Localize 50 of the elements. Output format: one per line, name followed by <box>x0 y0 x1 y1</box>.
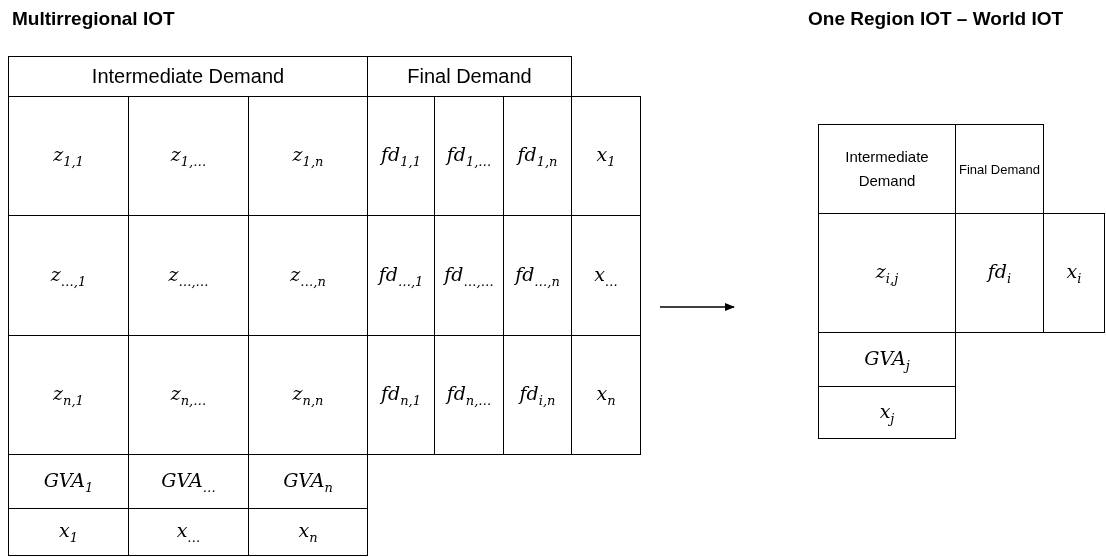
table-title: One Region IOT – World IOT <box>808 8 1064 30</box>
table-cell <box>818 386 956 439</box>
formula-text: x$_{i}$ <box>1066 260 1082 286</box>
table-cell <box>1043 213 1105 333</box>
formula-text: fd$_{n,1}$ <box>381 382 421 408</box>
formula-text: fd$_{i,n}$ <box>519 382 556 408</box>
formula-text: z$_{1,1}$ <box>53 143 84 169</box>
formula-text: z$_{…,1}$ <box>50 262 87 289</box>
table-cell <box>248 508 368 556</box>
header-text: Final Demand <box>959 160 1040 179</box>
formula-text: z$_{n,n}$ <box>292 382 324 408</box>
arrow <box>659 303 735 311</box>
formula-text: x$_{n}$ <box>596 382 616 408</box>
formula-text: GVA$_{1}$ <box>43 468 94 495</box>
formula-text: GVA$_{n}$ <box>283 468 333 495</box>
formula-text: fd$_{i}$ <box>987 260 1012 286</box>
formula-text: z$_{…,…}$ <box>168 262 209 289</box>
formula-text: z$_{…,n}$ <box>290 262 326 289</box>
formula-text: x$_{j}$ <box>879 399 895 426</box>
formula-text: fd$_{1,1}$ <box>381 143 421 169</box>
header-cell <box>955 124 1044 214</box>
formula-text: fd$_{1,n}$ <box>517 143 558 169</box>
formula-text: z$_{1,n}$ <box>292 143 324 169</box>
formula-text: x$_{n}$ <box>298 519 318 545</box>
formula-text: GVA$_{j}$ <box>864 346 910 373</box>
formula-text: z$_{n,…}$ <box>170 382 207 408</box>
header-cell <box>8 56 368 97</box>
formula-text: GVA$_{…}$ <box>161 468 216 495</box>
formula-text: x$_{1}$ <box>596 143 616 169</box>
header-text: Final Demand <box>407 65 532 88</box>
formula-text: z$_{n,1}$ <box>53 382 84 408</box>
formula-text: fd$_{…,…}$ <box>444 262 494 289</box>
formula-text: fd$_{1,…}$ <box>446 143 492 169</box>
table-cell <box>8 508 129 556</box>
table-cell <box>571 335 641 455</box>
header-cell <box>367 56 572 97</box>
table-cell <box>818 332 956 387</box>
formula-text: z$_{i,j}$ <box>875 260 899 286</box>
formula-text: x$_{…}$ <box>176 519 201 545</box>
formula-text: z$_{1,…}$ <box>170 143 207 169</box>
header-cell <box>818 124 956 214</box>
formula-text: x$_{1}$ <box>59 519 78 545</box>
header-text: Intermediate Demand <box>91 65 285 88</box>
formula-text: fd$_{n,…}$ <box>446 382 492 408</box>
header-text: Intermediate Demand <box>844 147 930 191</box>
table-title: Multirregional IOT <box>12 8 175 30</box>
formula-text: fd$_{…,1}$ <box>378 262 424 289</box>
formula-text: fd$_{…,n}$ <box>515 262 560 289</box>
formula-text: x$_{…}$ <box>594 262 618 289</box>
table-cell <box>571 96 641 216</box>
